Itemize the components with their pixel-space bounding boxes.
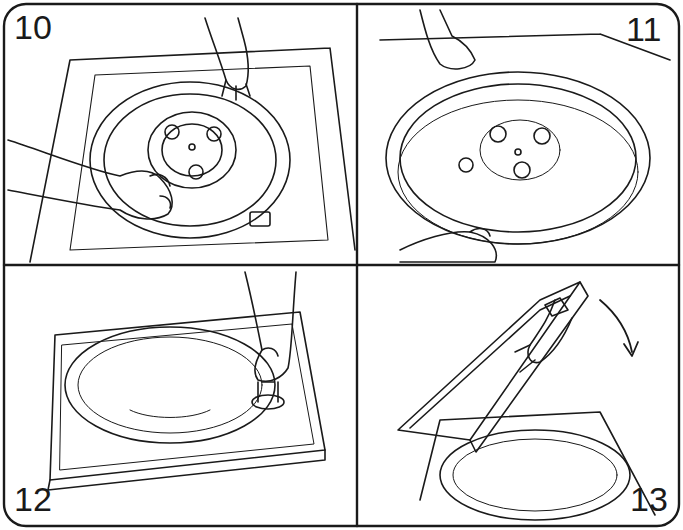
step-number: 11	[626, 12, 661, 46]
step-number: 13	[630, 482, 668, 516]
panel-11-figure	[380, 10, 670, 262]
step-number: 10	[14, 10, 52, 44]
step-number: 12	[14, 482, 52, 516]
panel-10-figure	[8, 18, 355, 262]
outer-frame	[4, 4, 679, 526]
panel-divider	[4, 264, 679, 266]
panel-13-figure	[398, 282, 655, 520]
panel-12-figure	[48, 272, 325, 490]
